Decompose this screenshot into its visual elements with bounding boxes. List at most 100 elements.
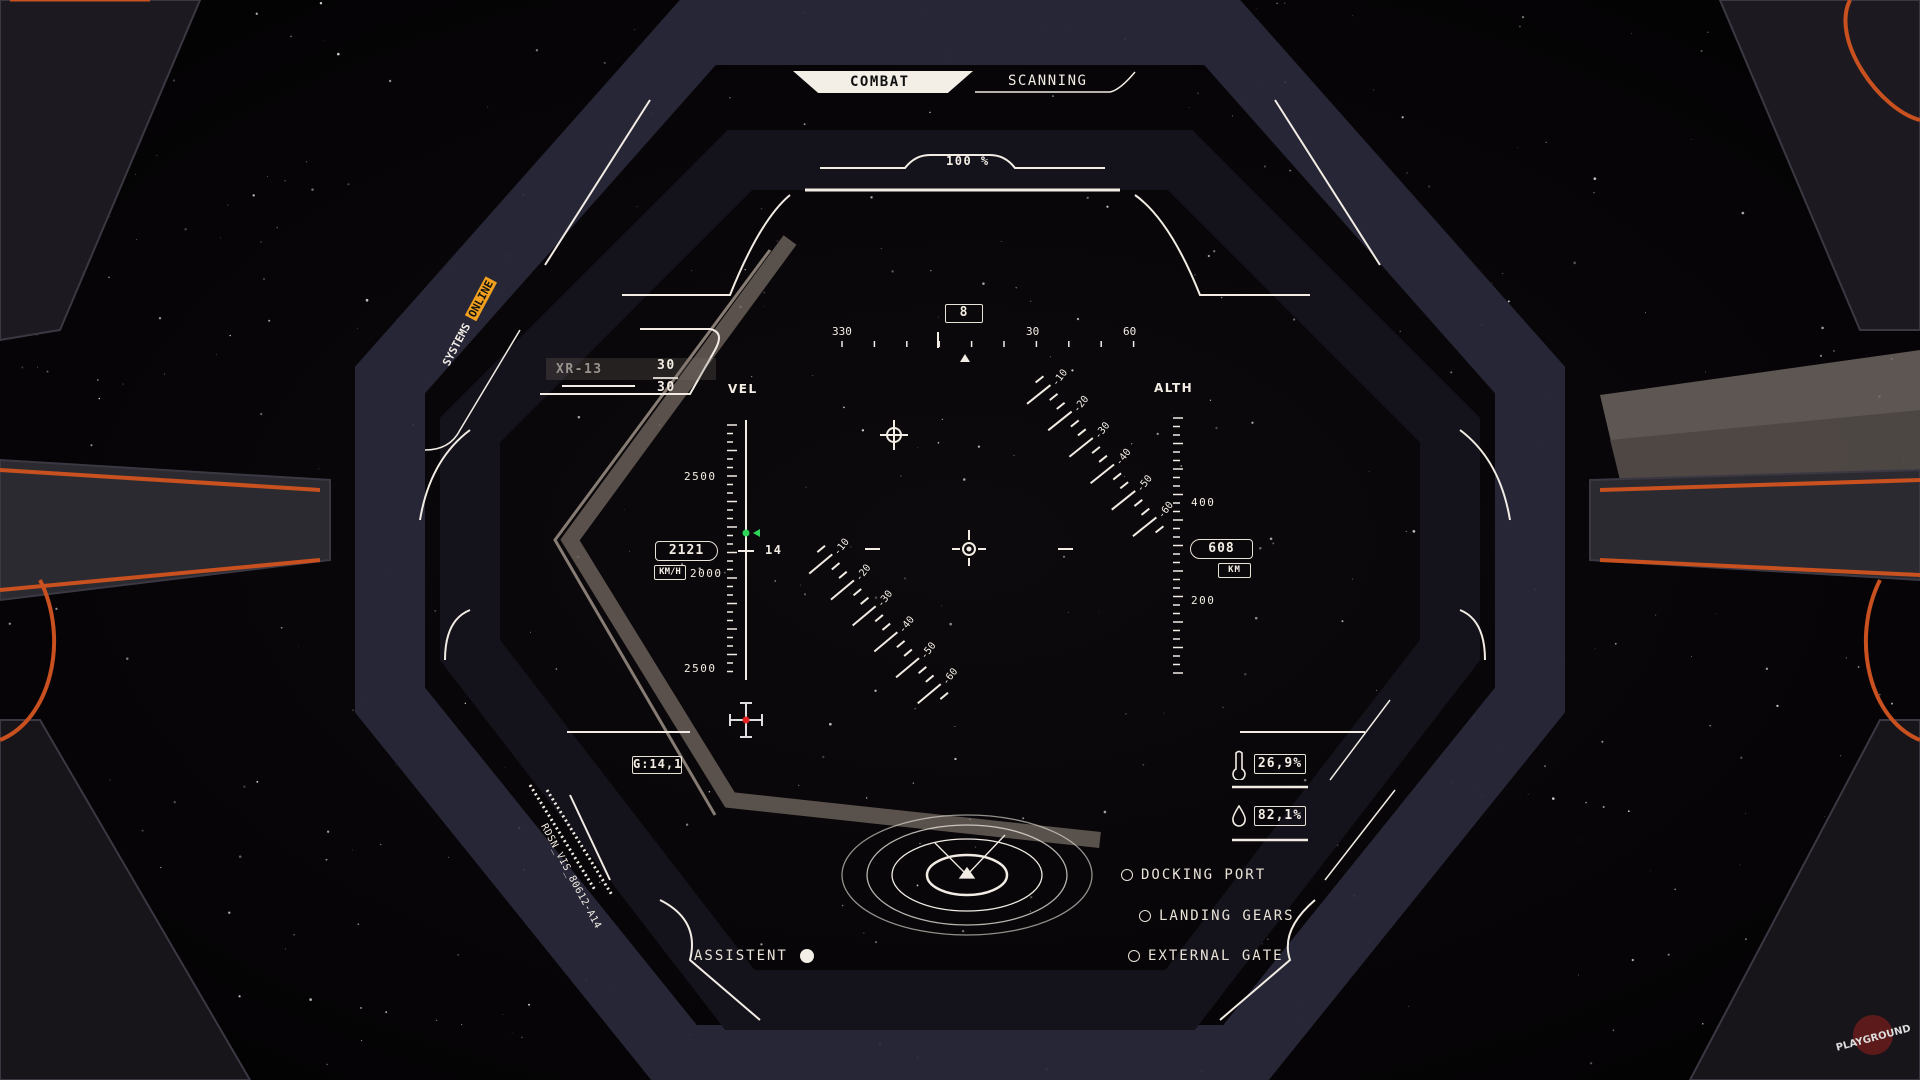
star: [1521, 15, 1525, 19]
pitch-tick: [1091, 446, 1101, 454]
pitch-label: -60: [941, 666, 961, 687]
star: [1593, 191, 1595, 194]
star: [97, 379, 99, 381]
star: [850, 546, 852, 548]
star: [629, 550, 630, 552]
star: [502, 1014, 504, 1015]
star: [874, 689, 877, 692]
star: [1352, 15, 1354, 17]
star: [937, 316, 939, 318]
star: [941, 418, 944, 421]
star: [464, 702, 467, 705]
star: [487, 106, 489, 108]
pitch-ladder-lower: -10-20-30-40-50-60: [808, 537, 961, 705]
star: [229, 334, 231, 337]
star: [1303, 778, 1307, 782]
star: [1845, 657, 1848, 659]
velocity-scale-label: 2000: [690, 567, 723, 580]
star: [776, 240, 779, 242]
star: [1292, 318, 1296, 321]
velocity-scale-label: 2500: [684, 470, 717, 483]
star: [1709, 725, 1711, 727]
target-bottom-value: 30: [657, 380, 676, 395]
g-force-value: G:14,1: [632, 756, 682, 774]
pitch-tick: [1098, 454, 1108, 463]
star: [461, 1024, 463, 1026]
star: [914, 707, 917, 710]
pitch-tick: [1056, 401, 1066, 410]
star: [395, 764, 397, 766]
docking-port-toggle[interactable]: DOCKING PORT: [1121, 867, 1266, 883]
tab-scanning[interactable]: SCANNING: [1008, 73, 1088, 89]
star: [98, 397, 101, 400]
pitch-tick: [925, 674, 935, 683]
playground-watermark-logo: PLAYGROUND: [1835, 1015, 1912, 1060]
star: [803, 123, 806, 126]
pitch-tick: [1154, 525, 1165, 534]
star: [267, 176, 268, 177]
star: [1341, 620, 1344, 623]
star: [1594, 648, 1596, 650]
star: [504, 767, 506, 769]
pitch-label: -10: [1050, 367, 1070, 388]
assistent-toggle[interactable]: ASSISTENT: [694, 948, 814, 964]
star: [135, 173, 136, 175]
star: [173, 800, 176, 804]
pitch-tick: [1132, 516, 1157, 537]
docking-port-label: DOCKING PORT: [1141, 867, 1267, 883]
external-gate-toggle[interactable]: EXTERNAL GATE: [1128, 948, 1284, 964]
star: [347, 183, 350, 186]
star: [109, 779, 111, 781]
star: [1352, 578, 1354, 580]
star: [388, 79, 392, 83]
star: [1428, 185, 1431, 188]
pitch-tick: [1133, 499, 1143, 507]
velocity-ticks: [727, 424, 737, 673]
pitch-tick: [939, 691, 949, 700]
star: [311, 188, 314, 191]
orange-cables: [0, 0, 1920, 742]
star: [803, 593, 806, 596]
star: [1507, 300, 1510, 303]
landing-gears-toggle[interactable]: LANDING GEARS: [1139, 908, 1295, 924]
star: [1029, 910, 1031, 912]
star: [1527, 794, 1529, 795]
star: [866, 797, 868, 799]
star: [891, 270, 894, 273]
tab-combat-label[interactable]: COMBAT: [850, 74, 910, 90]
star: [1000, 240, 1002, 242]
star: [723, 571, 726, 574]
thermometer-icon: [1232, 750, 1246, 780]
star: [929, 111, 931, 114]
star: [1368, 471, 1370, 473]
star: [1244, 673, 1247, 676]
star: [1267, 938, 1269, 940]
star: [1674, 888, 1676, 891]
star: [293, 933, 295, 936]
star: [691, 270, 693, 272]
star: [1030, 300, 1032, 303]
star: [828, 722, 832, 726]
star: [1213, 250, 1216, 253]
temperature-value: 26,9%: [1254, 754, 1306, 774]
star: [805, 486, 807, 488]
pitch-tick: [852, 588, 862, 597]
heading-caret-icon: [960, 354, 970, 362]
star: [708, 790, 711, 793]
star: [1543, 765, 1547, 768]
star: [1585, 801, 1587, 804]
star: [1222, 706, 1224, 708]
star: [681, 563, 684, 566]
star: [975, 846, 977, 848]
star: [530, 631, 532, 633]
altitude-label: ALTH: [1154, 381, 1194, 395]
star: [215, 353, 217, 355]
star: [1189, 106, 1191, 108]
pitch-label: -20: [854, 563, 874, 584]
star: [634, 29, 636, 31]
star: [1578, 974, 1579, 976]
tab-combat[interactable]: [793, 71, 973, 93]
pitch-tick: [852, 605, 877, 627]
